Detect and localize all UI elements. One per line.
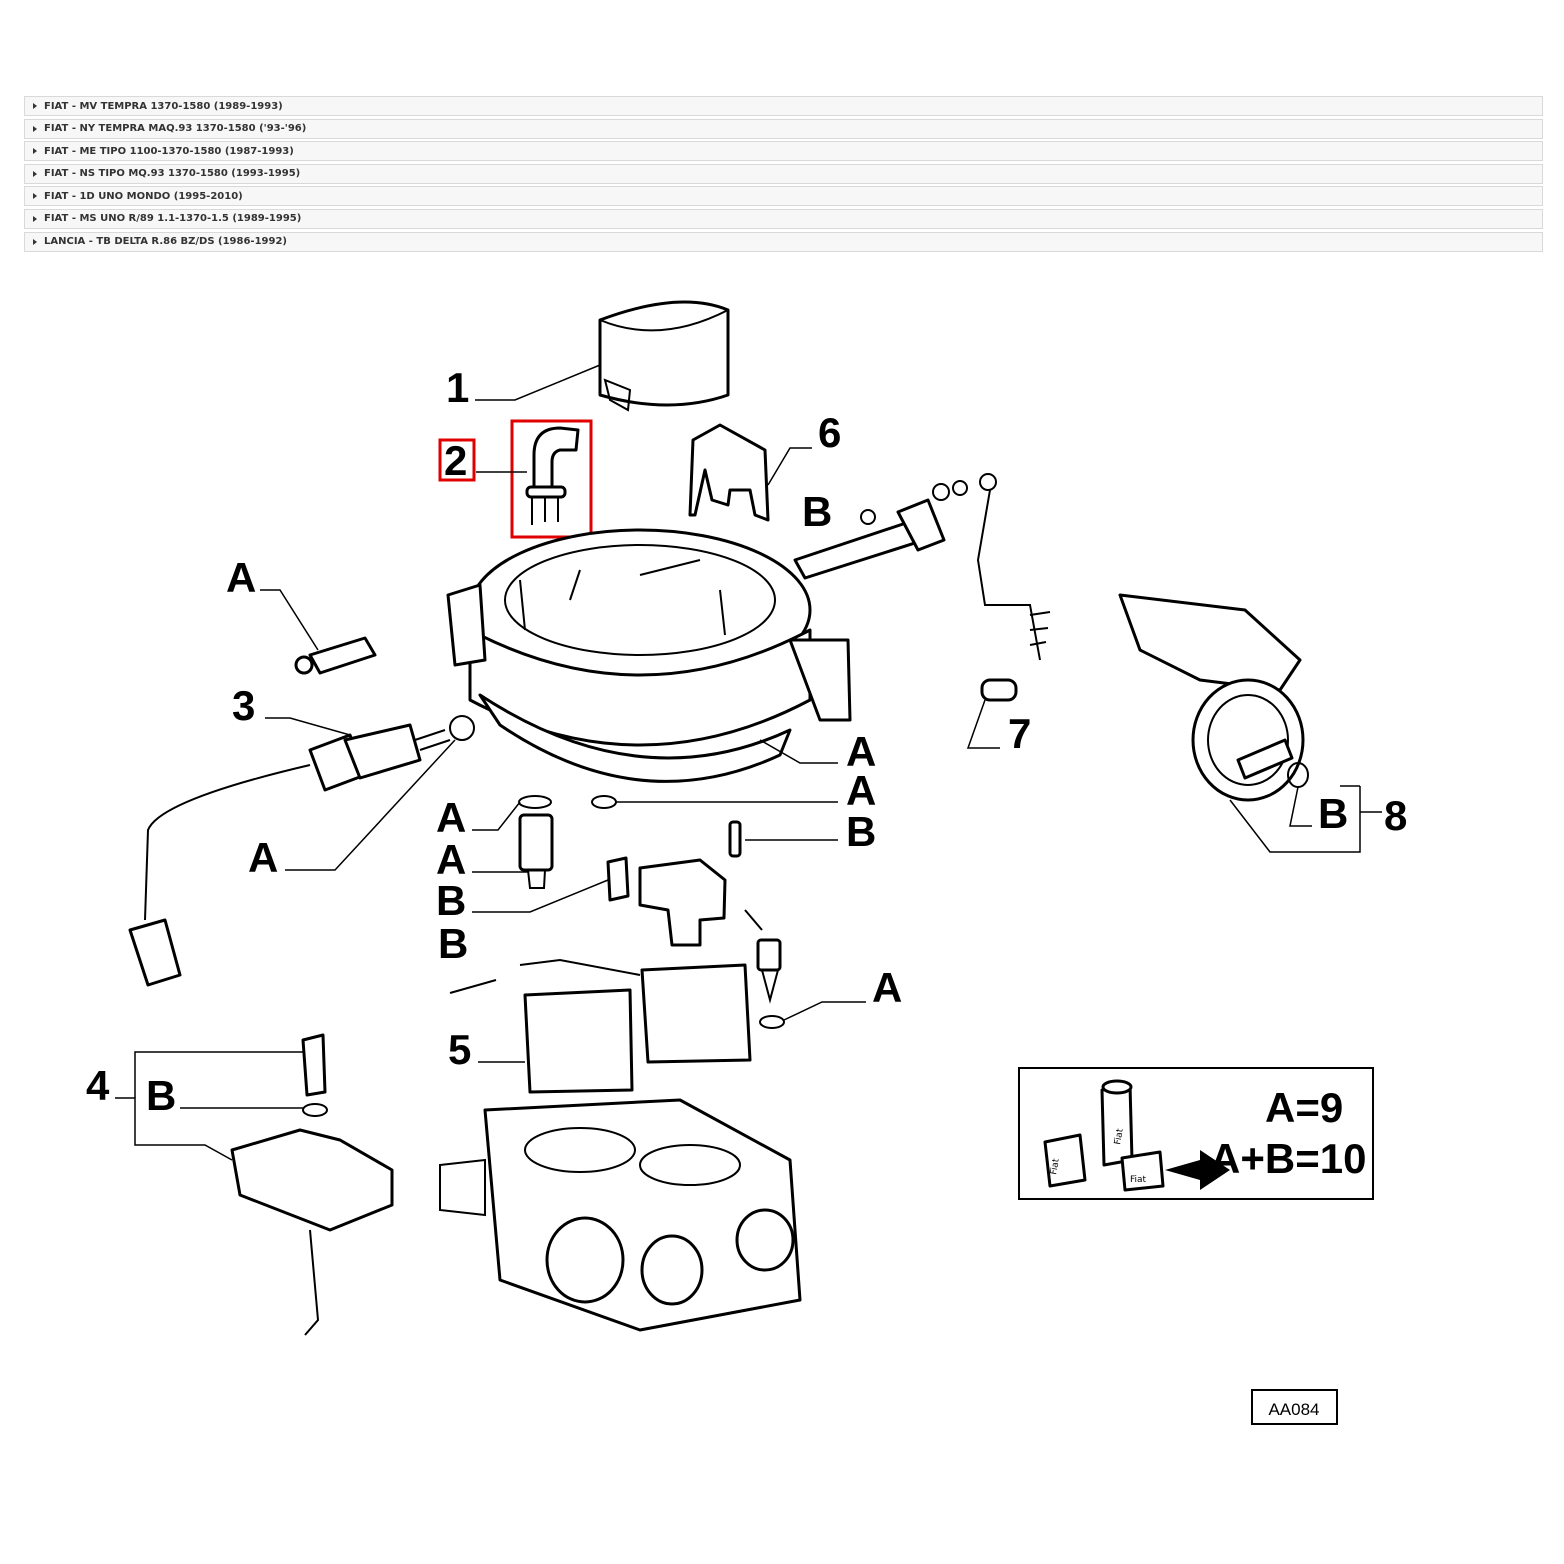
part-3-solenoid[interactable] [128,723,451,987]
model-row-ns-tipo[interactable]: FIAT - NS TIPO MQ.93 1370-1580 (1993-199… [24,163,1543,184]
part-7-clip[interactable] [980,678,1018,702]
part-seal-ring-a[interactable] [591,795,617,809]
part-linkage-rod[interactable] [932,473,1051,661]
legend-pack-text-3: Fiat [1130,1175,1147,1185]
model-label: FIAT - MV TEMPRA 1370-1580 (1989-1993) [44,100,283,112]
part-pin-b[interactable] [728,820,742,858]
part-idle-jet[interactable] [518,795,554,889]
model-label: FIAT - 1D UNO MONDO (1995-2010) [44,190,243,202]
leader-a-needle [783,1001,866,1021]
leader-1 [475,364,601,401]
part-2-elbow-fitting[interactable] [510,419,593,539]
reference-code-box: AA084 [1251,1389,1338,1425]
part-filter-screw[interactable] [294,636,377,675]
part-clip-b[interactable] [606,856,630,902]
caret-right-icon [33,125,37,132]
model-label: FIAT - MS UNO R/89 1.1-1370-1.5 (1989-19… [44,213,302,225]
callout-a-gasket: A [846,728,876,775]
model-list: FIAT - MV TEMPRA 1370-1580 (1989-1993) F… [24,96,1543,254]
callout-2: 2 [444,437,467,484]
caret-right-icon [33,238,37,245]
caret-right-icon [33,148,37,155]
caret-right-icon [33,193,37,200]
part-6-clip[interactable] [688,423,770,522]
leader-a-filter [260,589,319,651]
callout-a-seal: A [846,767,876,814]
callout-b-pin: B [846,808,876,855]
leader-b-8 [1289,786,1312,827]
callout-1: 1 [446,364,469,411]
callout-4: 4 [86,1062,110,1109]
callout-b-clip: B [436,877,466,924]
legend-pack-icon-1 [1043,1133,1087,1188]
legend-arrow-icon [1165,1150,1230,1190]
leader-8 [1229,785,1382,853]
leader-a-gasket [759,739,838,764]
callout-a-filter: A [226,554,256,601]
part-8-pulldown[interactable] [1118,593,1309,802]
callout-a-jet-2: A [436,836,466,883]
model-label: LANCIA - TB DELTA R.86 BZ/DS (1986-1992) [44,236,287,248]
caret-right-icon [33,170,37,177]
leader-b-clip [472,879,609,913]
legend-pack-icon-3 [1120,1150,1165,1192]
model-row-me-tipo[interactable]: FIAT - ME TIPO 1100-1370-1580 (1987-1993… [24,141,1543,162]
part-5-float[interactable] [449,958,752,1094]
legend-pack-icon-2 [1100,1083,1134,1167]
callout-b-pin-2: B [438,920,468,967]
model-label: FIAT - ME TIPO 1100-1370-1580 (1987-1993… [44,145,294,157]
model-row-lancia-delta[interactable]: LANCIA - TB DELTA R.86 BZ/DS (1986-1992) [24,231,1543,252]
legend-pack-text-2: Fiat [1113,1127,1126,1145]
legend-box: Fiat Fiat Fiat A=9 A+B=10 [1018,1067,1374,1200]
part-seal-ring-a-3[interactable] [449,715,475,741]
part-4-diaphragm-valve[interactable] [230,1033,394,1336]
part-carburettor-top-body[interactable] [446,528,852,783]
part-throttle-shaft[interactable] [793,498,946,580]
model-row-uno-mondo[interactable]: FIAT - 1D UNO MONDO (1995-2010) [24,186,1543,207]
model-label: FIAT - NS TIPO MQ.93 1370-1580 (1993-199… [44,168,301,180]
callout-a-jet-1: A [436,794,466,841]
model-row-ms-uno[interactable]: FIAT - MS UNO R/89 1.1-1370-1.5 (1989-19… [24,208,1543,229]
leader-4-bracket [134,1051,303,1098]
callout-5: 5 [448,1026,471,1073]
callout-a-needle: A [872,964,902,1011]
model-row-ny-tempra[interactable]: FIAT - NY TEMPRA MAQ.93 1370-1580 ('93-'… [24,118,1543,139]
part-1-cover[interactable] [598,300,730,412]
callout-b-4: B [146,1072,176,1119]
callout-6: 6 [818,409,841,456]
legend-line-1: A=9 [1265,1084,1343,1131]
caret-right-icon [33,103,37,109]
highlight-frame-part-2 [510,419,593,539]
part-carburettor-lower-body[interactable] [439,1098,802,1332]
leader-a-jet-1 [472,801,521,831]
legend-line-2: A+B=10 [1210,1135,1366,1182]
callout-b-shaft: B [802,488,832,535]
model-label: FIAT - NY TEMPRA MAQ.93 1370-1580 ('93-'… [44,123,307,135]
legend-pack-icon-cap [1101,1079,1133,1095]
leader-7 [966,699,1000,749]
callout-7: 7 [1008,710,1031,757]
model-row-mv-tempra[interactable]: FIAT - MV TEMPRA 1370-1580 (1989-1993) [24,96,1543,116]
callout-3: 3 [232,682,255,729]
leader-6 [767,447,812,486]
caret-right-icon [33,215,37,222]
leader-4 [115,1097,233,1161]
callout-a-3: A [248,834,278,881]
legend-pack-text-1: Fiat [1049,1157,1062,1175]
part-needle-valve[interactable] [744,909,785,1029]
leader-3 [265,717,351,736]
reference-code: AA084 [1268,1400,1319,1419]
leader-a-3 [285,739,456,871]
part-float-bracket[interactable] [638,858,727,947]
callout-8: 8 [1384,792,1407,839]
callout-b-8: B [1318,790,1348,837]
highlight-label-frame-part-2 [438,438,476,482]
